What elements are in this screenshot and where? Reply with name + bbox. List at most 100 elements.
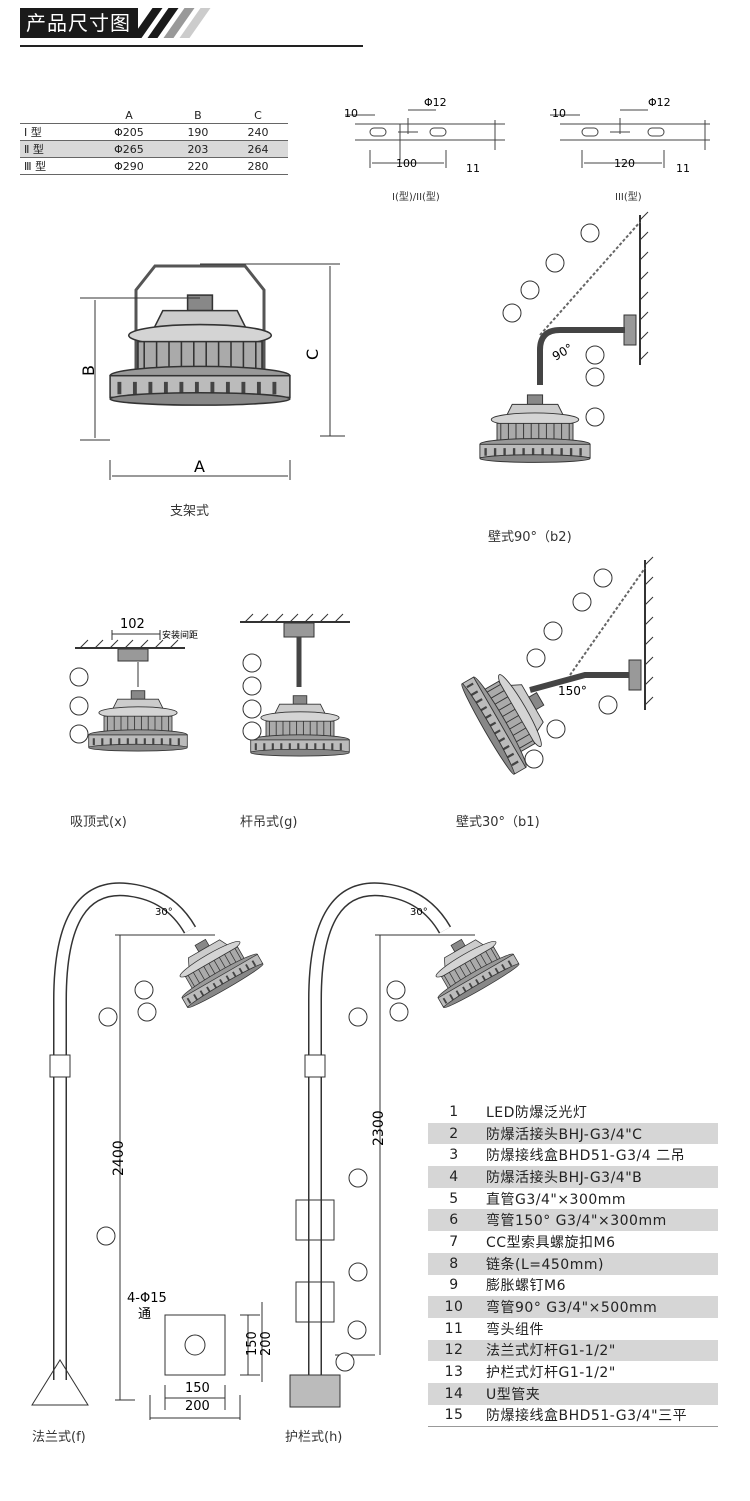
callout-1 [137,1002,157,1022]
callout-7 [520,280,540,300]
wall30-angle: 150° [558,684,587,698]
callout-4 [546,719,566,739]
parts-row: 5 直管G3/4"×300mm [428,1188,718,1210]
part-name: U型管夹 [480,1382,718,1405]
callout-1 [524,749,544,769]
title-underline [20,45,363,47]
part-number: 5 [449,1190,459,1207]
size-c: 280 [247,159,269,173]
part-name: 护栏式灯杆G1-1/2" [486,1365,616,1382]
callout-3 [242,653,262,673]
size-b: 190 [187,125,209,139]
flange-h1: 150 [245,1331,260,1356]
part-name: 法兰式灯杆G1-1/2" [480,1339,718,1362]
callout-9 [580,223,600,243]
ceiling-caption: 吸顶式(x) [70,815,127,830]
size-table: A B C Ⅰ 型 Φ205 190 240 Ⅱ 型 Φ265 203 264 … [20,108,288,175]
callout-3 [69,667,89,687]
part-name: 膨胀螺钉M6 [486,1278,566,1295]
mount-left-d2: 100 [396,157,417,170]
mount-left-caption: I(型)/II(型) [392,192,440,203]
callout-8 [545,253,565,273]
wall30-drawing [457,556,654,778]
mount-left-d3: 11 [466,162,480,175]
size-c: 264 [247,142,269,156]
wall90-drawing [478,211,649,464]
flange-angle: 30° [155,907,173,918]
part-number: 8 [428,1252,480,1275]
size-a: Φ205 [114,125,144,139]
callout-5 [242,676,262,696]
flange-h2: 200 [259,1331,274,1356]
size-b: 203 [187,142,209,156]
size-c: 240 [247,125,269,139]
part-name: 弯头组件 [486,1321,544,1338]
mount-right-hole: Φ12 [648,96,671,109]
callout-3 [598,695,618,715]
callout-15 [335,1352,355,1372]
part-number: 1 [449,1103,459,1120]
callout-2 [347,1320,367,1340]
ceiling-drawing [75,630,189,753]
part-number: 4 [428,1166,480,1188]
part-name: 防爆接线盒BHD51-G3/4 二吊 [486,1148,686,1165]
part-name: LED防爆泛光灯 [486,1104,588,1121]
size-b: 220 [187,159,209,173]
callout-2 [386,980,406,1000]
guardrail-caption: 护栏式(h) [285,1430,343,1445]
part-number: 10 [428,1296,480,1318]
size-col-b: B [194,109,202,122]
part-number: 3 [449,1147,459,1164]
part-name: 直管G3/4"×300mm [486,1191,627,1208]
callout-1 [242,721,262,741]
callout-4 [242,699,262,719]
callout-6 [526,648,546,668]
part-number: 13 [444,1364,464,1381]
part-name: 链条(L=450mm) [480,1252,718,1275]
mount-right-d1: 10 [552,107,566,120]
parts-row: 13 护栏式灯杆G1-1/2" [428,1361,718,1383]
bracket-dim-c: C [303,349,322,360]
flange-through: 通 [138,1307,151,1322]
guardrail-angle: 30° [410,907,428,918]
size-col-a: A [125,109,133,122]
pendant-drawing [240,613,351,758]
part-number: 6 [428,1209,480,1232]
callout-11 [98,1007,118,1027]
size-type: Ⅰ 型 [24,126,42,139]
size-row: Ⅰ 型 Φ205 190 240 [20,123,288,141]
size-row: Ⅱ 型 Φ265 203 264 [20,140,288,158]
bracket-lamp-drawing [80,263,345,480]
mount-right-d2: 120 [614,157,635,170]
part-name: CC型索具螺旋扣M6 [486,1234,616,1251]
mount-right-caption: III(型) [615,192,642,203]
wall30-caption: 壁式30°（b1) [456,815,540,830]
part-number: 15 [428,1404,480,1428]
bracket-dim-b: B [79,365,98,376]
callout-13 [348,1168,368,1188]
part-name: 防爆活接头BHJ-G3/4"B [480,1166,718,1188]
callout-12 [96,1226,116,1246]
callout-3 [585,345,605,365]
guardrail-height: 2300 [371,1110,387,1146]
bracket-caption: 支架式 [170,504,210,519]
size-table-header: A B C [20,108,288,124]
callout-7 [543,621,563,641]
guardrail-drawing [289,882,522,1408]
callout-4 [585,367,605,387]
callout-10 [502,303,522,323]
parts-row: 3 防爆接线盒BHD51-G3/4 二吊 [428,1144,718,1166]
callout-14 [348,1262,368,1282]
section-title: 产品尺寸图 [20,8,138,38]
mount-left-d1: 10 [344,107,358,120]
callout-11 [348,1007,368,1027]
parts-row: 1 LED防爆泛光灯 [428,1101,718,1123]
